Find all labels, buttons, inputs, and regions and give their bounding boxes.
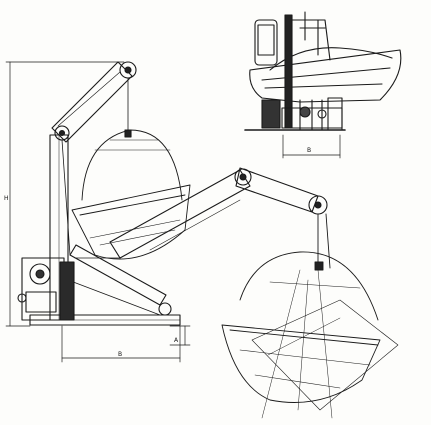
- dimension-lines: H B A: [4, 61, 191, 363]
- boom-pivot-pulley: [234, 168, 252, 186]
- stowed-lifeboat: [71, 129, 191, 260]
- winch-drum: [29, 263, 51, 285]
- lowered-lifeboat: [221, 213, 399, 419]
- inset-stowed-boat: B: [244, 11, 402, 159]
- winch-housing: [21, 257, 65, 321]
- davit-frame: [17, 61, 181, 326]
- inset-width-label: B: [307, 147, 311, 154]
- height-label: H: [4, 195, 9, 202]
- inset-hull: [249, 49, 402, 103]
- base-width-label: B: [118, 351, 122, 358]
- base-offset-label: A: [174, 337, 179, 344]
- extended-boom: [74, 167, 328, 259]
- upper-arm: [51, 61, 133, 143]
